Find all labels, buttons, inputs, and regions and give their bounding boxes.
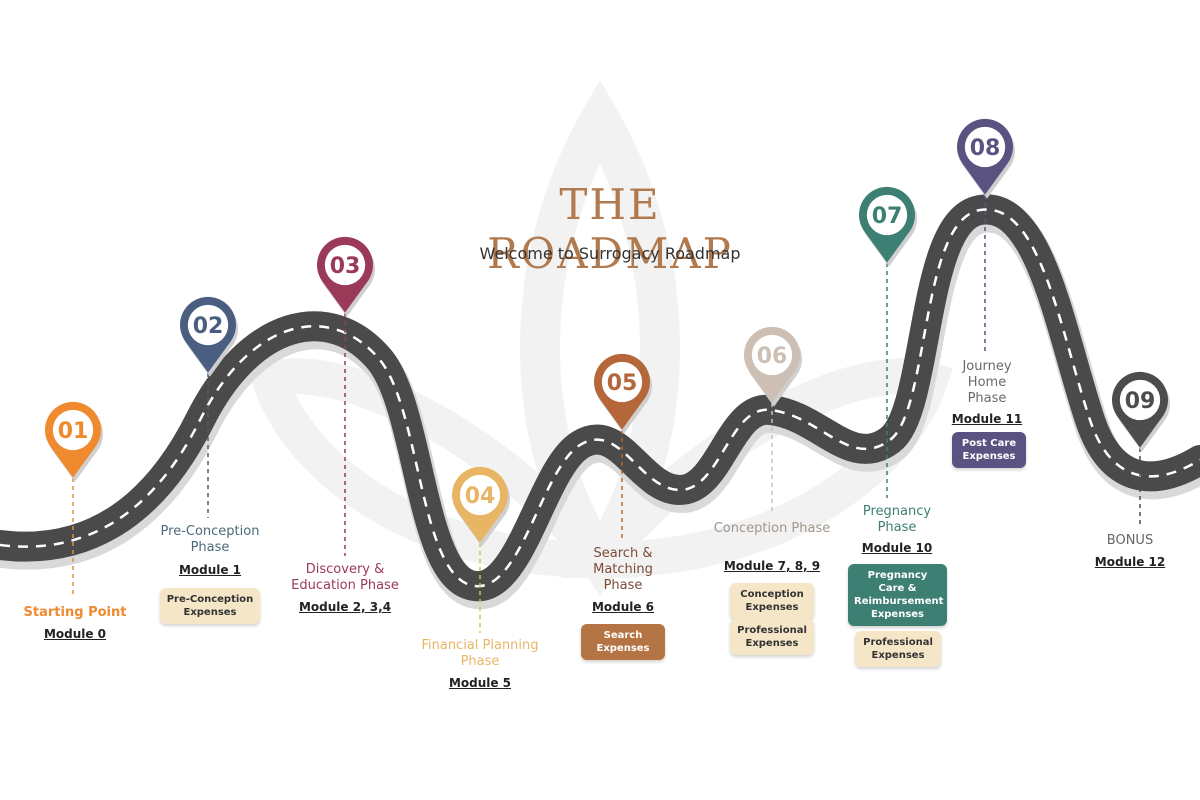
road bbox=[0, 194, 1200, 610]
milestone-1-pin: 01 bbox=[44, 401, 104, 482]
milestone-6-module: Module 7, 8, 9 bbox=[723, 559, 821, 573]
milestone-9-number: 09 bbox=[1125, 389, 1156, 414]
milestone-5-pin: 05 bbox=[594, 353, 652, 434]
pin-inner-circle bbox=[751, 334, 793, 376]
milestone-5-module: Module 6 bbox=[591, 600, 655, 614]
milestone-5-badge-1: Search Expenses bbox=[581, 624, 665, 660]
page-title: THE ROADMAP bbox=[487, 180, 733, 278]
milestone-8-badge-1: Post Care Expenses bbox=[952, 432, 1026, 468]
pin-inner-circle bbox=[324, 244, 366, 286]
milestone-3-number: 03 bbox=[330, 254, 361, 279]
milestone-7-number: 07 bbox=[872, 204, 903, 229]
milestone-7-badge-2: Professional Expenses bbox=[855, 631, 941, 667]
milestone-6-number: 06 bbox=[757, 344, 788, 369]
pin-inner-circle bbox=[52, 409, 94, 451]
milestone-9-module: Module 12 bbox=[1094, 555, 1166, 569]
pin-inner-circle bbox=[459, 474, 501, 516]
milestone-7-pin: 07 bbox=[859, 186, 918, 267]
milestone-8-pin: 08 bbox=[956, 118, 1016, 199]
milestone-6-badge-1: Conception Expenses bbox=[730, 583, 814, 619]
milestone-2-phase: Pre-Conception Phase bbox=[160, 524, 260, 555]
milestone-2-module: Module 1 bbox=[178, 563, 242, 577]
pin-inner-circle bbox=[601, 361, 643, 403]
milestone-7-module: Module 10 bbox=[861, 541, 933, 555]
milestone-4-number: 04 bbox=[465, 484, 496, 509]
milestone-6-phase: Conception Phase bbox=[713, 521, 831, 536]
milestone-4-pin: 04 bbox=[452, 466, 511, 547]
milestone-6-badge-2: Professional Expenses bbox=[730, 619, 814, 655]
milestone-2-number: 02 bbox=[193, 314, 224, 339]
milestone-4-phase: Financial Planning Phase bbox=[421, 638, 539, 669]
pin-inner-circle bbox=[964, 126, 1006, 168]
connectors bbox=[72, 195, 1141, 633]
milestone-7-phase: Pregnancy Phase bbox=[862, 504, 932, 535]
milestone-3-pin: 03 bbox=[317, 236, 375, 317]
milestone-2-badge-1: Pre-Conception Expenses bbox=[160, 588, 260, 624]
milestone-4-module: Module 5 bbox=[448, 676, 512, 690]
pin-inner-circle bbox=[1119, 379, 1161, 421]
milestone-1-number: 01 bbox=[58, 419, 89, 444]
milestone-7-badge-1: Pregnancy Care & Reimbursement Expenses bbox=[848, 564, 947, 626]
milestone-8-number: 08 bbox=[970, 136, 1001, 161]
milestone-8-phase: Journey Home Phase bbox=[962, 359, 1012, 406]
road-center-line bbox=[0, 208, 1200, 588]
pin-inner-circle bbox=[187, 304, 229, 346]
milestone-pins: 01 02 03 04 05 06 07 08 09 bbox=[44, 118, 1170, 547]
milestone-9-phase: BONUS bbox=[1106, 533, 1154, 548]
milestone-2-pin: 02 bbox=[180, 296, 238, 377]
milestone-5-phase: Search & Matching Phase bbox=[593, 546, 653, 593]
milestone-3-module: Module 2, 3,4 bbox=[298, 600, 392, 614]
milestone-6-pin: 06 bbox=[744, 326, 802, 407]
milestone-9-pin: 09 bbox=[1112, 371, 1170, 452]
milestone-1-module: Module 0 bbox=[43, 627, 107, 641]
pin-inner-circle bbox=[866, 194, 908, 236]
page-subtitle: Welcome to Surrogacy Roadmap bbox=[479, 244, 741, 263]
milestone-1-phase: Starting Point bbox=[23, 605, 127, 620]
milestone-8-module: Module 11 bbox=[951, 412, 1023, 426]
milestone-3-phase: Discovery & Education Phase bbox=[291, 562, 399, 593]
milestone-5-number: 05 bbox=[607, 371, 638, 396]
